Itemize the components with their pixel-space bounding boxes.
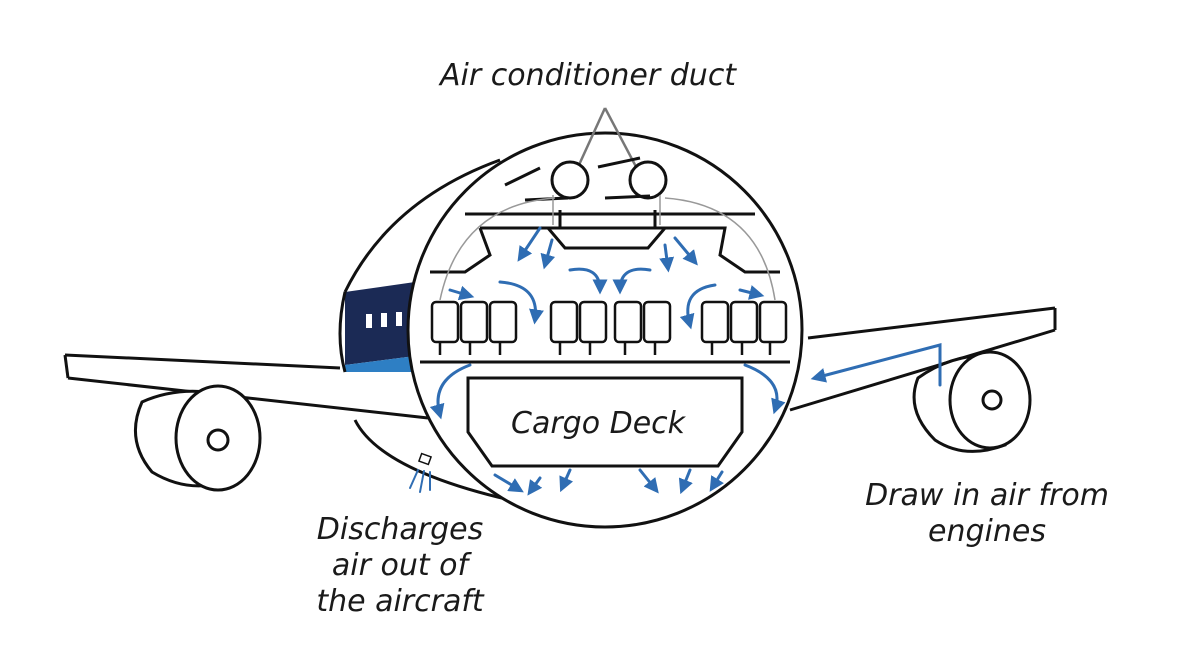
air-supply-lines [439,195,776,301]
cargo-deck-outline [466,376,744,468]
passenger-seats [430,300,788,355]
right-engine [912,350,1032,453]
discharges-air-label: Discharges air out of the aircraft [300,512,500,620]
discharges-label-line1: Discharges [316,512,484,547]
left-engine [134,384,262,492]
cargo-deck-label: Cargo Deck [511,406,686,441]
discharges-label-line3: the aircraft [316,584,484,619]
right-wing [789,306,1057,412]
left-wing [63,353,429,420]
draw-in-air-label-line2: engines [928,514,1046,549]
discharges-label-line2: air out of [331,548,469,583]
air-conditioner-duct-label: Air conditioner duct [440,58,737,93]
draw-in-air-label: Draw in air from engines [847,478,1127,550]
engine-air-intake-arrow [810,343,942,387]
draw-in-air-label-line1: Draw in air from [865,478,1109,513]
cabin-ceiling [430,210,780,274]
cabin-airflow-arrows [429,226,786,496]
fuselage-outer [337,158,511,502]
air-conditioner-ducts [504,156,668,202]
outflow-valve [409,452,433,493]
